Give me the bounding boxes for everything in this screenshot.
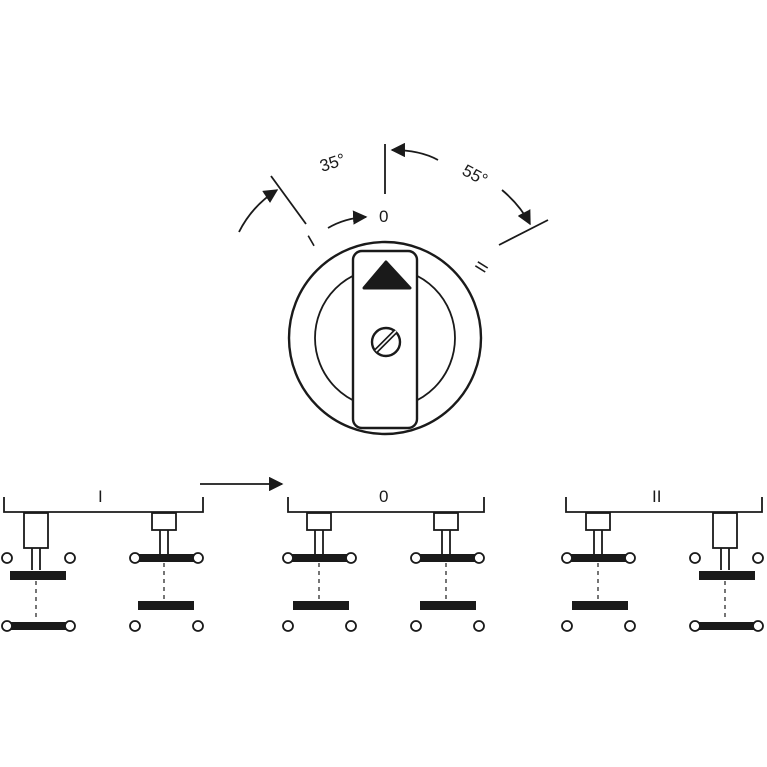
contact-bridge [293, 601, 349, 610]
switch-position-I: I [1, 476, 284, 632]
angle-35-label: 35° [317, 150, 347, 176]
dial-pos-I-label: I [305, 232, 319, 251]
terminal [473, 552, 485, 564]
contact-bridge [567, 554, 631, 562]
terminal [689, 552, 701, 564]
terminal [129, 552, 141, 564]
terminal [689, 620, 701, 632]
actuator-bar [287, 497, 485, 513]
dial-pos-0-label: 0 [379, 207, 388, 226]
arc-arrow-55b-icon [501, 189, 531, 226]
position-label: I [98, 487, 103, 506]
dial-pos-II-label: II [471, 258, 492, 276]
arrow-I-to-0-icon [327, 210, 368, 229]
contact-bridge [699, 571, 755, 580]
terminal [282, 620, 294, 632]
dial-outer-ring [287, 240, 483, 436]
plunger [585, 512, 611, 531]
actuator-bar [3, 497, 204, 513]
terminal [64, 552, 76, 564]
plunger [306, 512, 332, 531]
contact-bridge [138, 601, 194, 610]
terminal [282, 552, 294, 564]
tick-right [498, 219, 549, 246]
actuator-bar [565, 497, 763, 513]
contact-bridge [10, 571, 66, 580]
plunger [23, 512, 49, 549]
arc-arrow-35-icon [238, 189, 279, 233]
terminal [192, 552, 204, 564]
terminal [1, 552, 13, 564]
terminal [345, 552, 357, 564]
contact-bridge [8, 622, 70, 630]
arc-arrow-55-icon [390, 142, 439, 161]
terminal [1, 620, 13, 632]
terminal [192, 620, 204, 632]
contact-bridge [572, 601, 628, 610]
terminal [410, 552, 422, 564]
terminal [624, 552, 636, 564]
contact-bridge [134, 554, 198, 562]
terminal [561, 620, 573, 632]
terminal [345, 620, 357, 632]
tick-left [270, 175, 307, 225]
terminal [410, 620, 422, 632]
switch-position-0: 0 [282, 487, 485, 632]
contact-bridge [695, 622, 757, 630]
position-indicator-triangle-icon [362, 260, 412, 290]
terminal [752, 620, 764, 632]
plunger [151, 512, 177, 531]
position-label: II [652, 487, 661, 506]
terminal [624, 620, 636, 632]
terminal [752, 552, 764, 564]
contact-bridge [420, 601, 476, 610]
plunger [433, 512, 459, 531]
contact-bridge [288, 554, 352, 562]
screw-icon [370, 326, 402, 358]
contact-bridge [416, 554, 480, 562]
angle-55-label: 55° [459, 161, 491, 190]
switch-position-II: II [561, 487, 764, 632]
terminal [561, 552, 573, 564]
position-label: 0 [379, 487, 388, 506]
terminal [473, 620, 485, 632]
terminal [64, 620, 76, 632]
plunger [712, 512, 738, 549]
terminal [129, 620, 141, 632]
rotary-dial [287, 240, 483, 436]
